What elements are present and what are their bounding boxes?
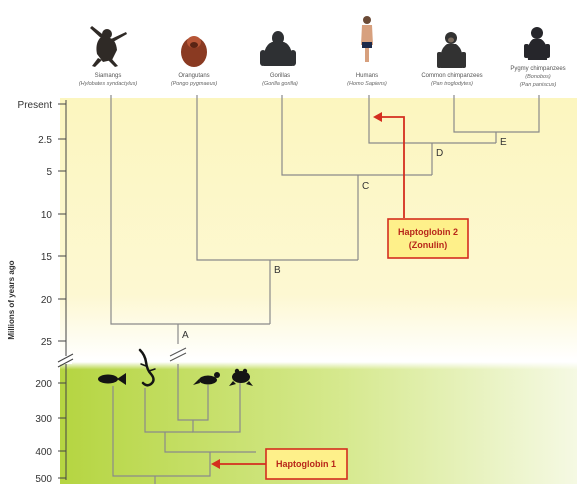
species-scientific-name: (Pongo pygmaeus) — [171, 81, 218, 87]
bonobo-icon — [524, 27, 550, 60]
siamang-icon — [90, 26, 127, 67]
tick-label: 15 — [41, 252, 53, 263]
human-icon — [361, 16, 373, 62]
tick-label: 10 — [41, 210, 53, 221]
tick-label: 500 — [35, 474, 52, 484]
haptoglobin-1-callout: Haptoglobin 1 — [265, 448, 348, 480]
node-label-a: A — [182, 330, 189, 341]
species-scientific-name: (Pan paniscus) — [520, 82, 557, 88]
tick-label: 300 — [35, 414, 52, 425]
node-labels: A B C D E — [182, 137, 507, 341]
fish-icon — [98, 373, 126, 385]
chimpanzee-icon — [437, 32, 466, 68]
species-labels: Siamangs (Hylobates syndactylus) Orangut… — [79, 66, 566, 88]
tick-label: 25 — [41, 337, 53, 348]
tick-label: 20 — [41, 295, 53, 306]
tick-label: 5 — [46, 167, 52, 178]
species-name: Siamangs — [95, 73, 122, 79]
lizard-icon — [138, 348, 156, 387]
y-axis — [58, 100, 67, 480]
primate-tree — [110, 95, 540, 344]
species-name: Common chimpanzees — [421, 73, 482, 79]
haptoglobin-2-callout: Haptoglobin 2 (Zonulin) — [387, 218, 469, 259]
orangutan-icon — [181, 36, 207, 67]
hp2-arrowhead — [373, 112, 382, 122]
hp1-arrowhead — [211, 459, 220, 469]
species-name: Orangutans — [178, 73, 209, 79]
node-label-b: B — [274, 265, 281, 276]
species-scientific-name: (Homo Sapiens) — [347, 81, 387, 87]
species-scientific-name: (Gorilla gorilla) — [262, 81, 298, 87]
frog-icon — [229, 368, 253, 386]
hp2-arrow — [381, 116, 405, 218]
axis-break — [57, 353, 74, 368]
gorilla-icon — [260, 31, 296, 66]
tick-label: Present — [18, 100, 53, 111]
node-label-c: C — [362, 181, 369, 192]
hp1-label: Haptoglobin 1 — [276, 459, 336, 469]
hp2-label: Haptoglobin 2 — [398, 227, 458, 237]
tick-labels: Present 2.5 5 10 15 20 25 200 300 400 50… — [18, 100, 53, 484]
species-name: Pygmy chimpanzees — [510, 66, 565, 72]
band-transition — [60, 362, 577, 392]
node-label-d: D — [436, 148, 443, 159]
hp2-sublabel: (Zonulin) — [409, 240, 447, 250]
tick-label: 2.5 — [38, 135, 52, 146]
vertebrate-tree — [112, 364, 256, 484]
tick-label: 200 — [35, 379, 52, 390]
branch-break — [169, 347, 187, 362]
species-name: Humans — [356, 73, 378, 79]
species-scientific-name: (Hylobates syndactylus) — [79, 81, 138, 87]
species-name: Gorillas — [270, 73, 290, 79]
species-scientific-name: (Bonobos) — [525, 74, 551, 80]
bird-icon — [193, 372, 220, 385]
node-label-e: E — [500, 137, 507, 148]
upper-timescale-band — [60, 98, 577, 360]
tick-label: 400 — [35, 447, 52, 458]
y-axis-label: Millions of years ago — [7, 260, 16, 339]
species-scientific-name: (Pan troglodytes) — [431, 81, 473, 87]
